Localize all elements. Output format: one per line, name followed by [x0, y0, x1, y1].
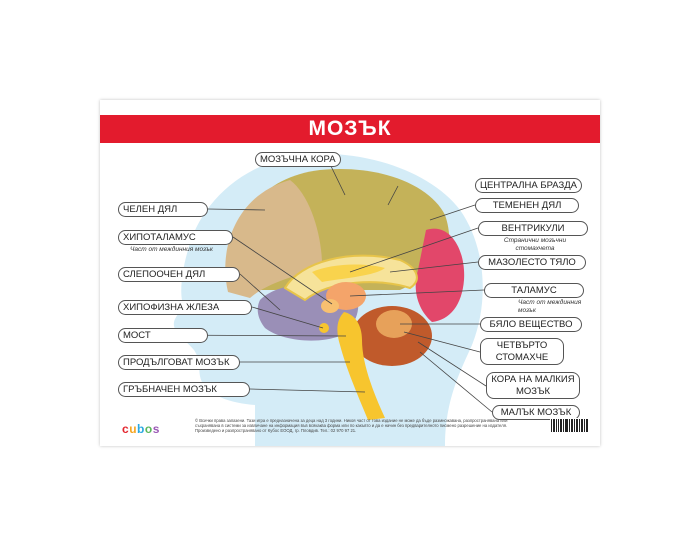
cerebellar-cortex-line-1: КОРА НА МАЛКИЯ: [491, 374, 575, 385]
leader-line: [389, 261, 479, 273]
white-matter-shape: [376, 310, 412, 338]
label-white-matter: БЯЛО ВЕЩЕСТВО: [480, 317, 582, 332]
title-banner: МОЗЪК: [100, 115, 600, 143]
label-parietal-lobe: ТЕМЕНЕН ДЯЛ: [475, 198, 579, 213]
brand-logo: cubos: [122, 422, 160, 436]
hypothalamus-shape: [321, 299, 339, 313]
ventricles-note-2: стомахчета: [515, 245, 555, 252]
leader-line: [403, 331, 481, 353]
label-medulla: ПРОДЪЛГОВАТ МОЗЪК: [118, 355, 240, 370]
fourth-ventricle-line-1: ЧЕТВЪРТО: [496, 340, 548, 351]
leader-line: [349, 227, 479, 273]
brainstem-shape: [337, 312, 385, 420]
brand-letter: u: [129, 422, 138, 436]
brand-letter: s: [152, 422, 160, 436]
label-corpus-callosum: МАЗОЛЕСТО ТЯЛО: [478, 255, 586, 270]
poster-sheet: МОЗЪК: [100, 100, 600, 446]
label-cerebral-cortex: МОЗЪЧНА КОРА: [255, 152, 341, 167]
leader-line: [232, 236, 333, 305]
page-title: МОЗЪК: [308, 117, 392, 140]
brand-letter: b: [137, 422, 145, 436]
label-cerebellar-cortex: КОРА НА МАЛКИЯ МОЗЪК: [486, 372, 580, 399]
ventricles-note-1: Странични мозъчни: [503, 237, 567, 244]
ventricle-shape: [312, 264, 385, 282]
leader-line: [239, 273, 281, 311]
hypothalamus-note: Част от междинния мозък: [130, 246, 213, 253]
leader-line: [207, 208, 266, 211]
label-pituitary-gland: ХИПОФИЗНА ЖЛЕЗА: [118, 300, 252, 315]
brand-letter: o: [144, 422, 153, 436]
cerebellar-cortex-line-2: МОЗЪК: [515, 386, 551, 397]
label-cerebellum: МАЛЪК МОЗЪК: [492, 405, 580, 420]
pituitary-shape: [319, 323, 329, 333]
thalamus-note-2: мозък: [518, 307, 536, 314]
label-frontal-lobe: ЧЕЛЕН ДЯЛ: [118, 202, 208, 217]
thalamus-note-1: Част от междинния: [518, 299, 582, 306]
label-spinal-cord: ГРЪБНАЧЕН МОЗЪК: [118, 382, 250, 397]
leader-line: [419, 351, 493, 413]
label-ventricles: ВЕНТРИКУЛИ: [478, 221, 588, 236]
label-pons: МОСТ: [118, 328, 208, 343]
leader-line: [249, 388, 366, 393]
brain-diagram: [151, 153, 493, 446]
leader-line: [387, 185, 399, 206]
label-temporal-lobe: СЛЕПООЧЕН ДЯЛ: [118, 267, 240, 282]
leader-line: [417, 341, 487, 387]
copyright-text: © Всички права запазени. Тази игра е пре…: [195, 418, 508, 434]
fourth-ventricle-line-2: СТОМАХЧЕ: [495, 352, 549, 363]
leader-line: [251, 306, 324, 329]
label-thalamus: ТАЛАМУС: [484, 283, 584, 298]
label-central-sulcus: ЦЕНТРАЛНА БРАЗДА: [475, 178, 583, 193]
barcode-icon: [550, 418, 590, 436]
label-hypothalamus: ХИПОТАЛАМУС: [118, 230, 233, 245]
occipital-lobe-shape: [415, 228, 465, 322]
label-fourth-ventricle: ЧЕТВЪРТО СТОМАХЧЕ: [480, 338, 564, 365]
leader-line: [429, 204, 476, 221]
brand-letter: c: [122, 422, 130, 436]
leader-line: [349, 289, 485, 297]
